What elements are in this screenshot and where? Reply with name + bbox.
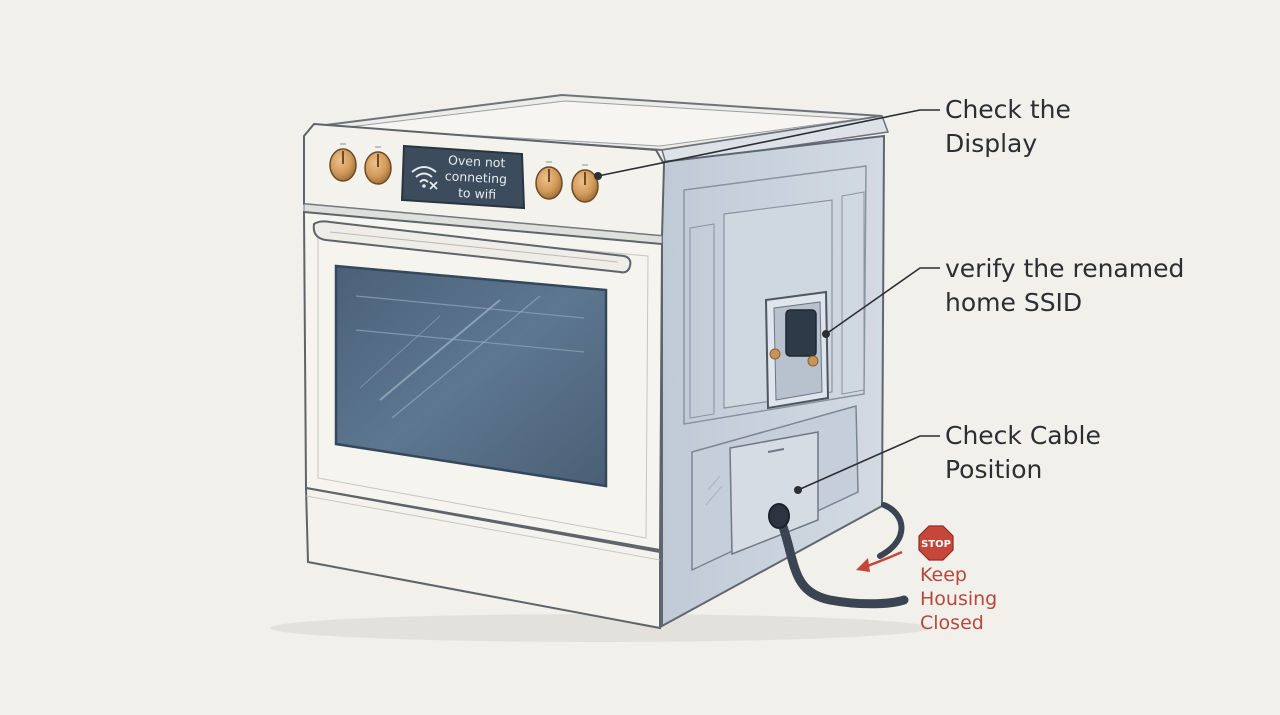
leader-lines: [597, 109, 940, 491]
display-line-3: to wifi: [458, 185, 497, 202]
callout-cable-line-2: Position: [945, 455, 1043, 484]
display-screen: [400, 144, 526, 210]
callout-check-cable: Check Cable Position: [945, 419, 1101, 487]
leader-line-ssid: [825, 267, 940, 335]
oven-door-handle[interactable]: [312, 220, 632, 274]
oven-window: [334, 264, 608, 488]
callout-check-display: Check the Display: [945, 93, 1071, 161]
leader-line-display: [597, 109, 940, 177]
callout-cable-line-1: Check Cable: [945, 421, 1101, 450]
knob-2[interactable]: [364, 146, 392, 185]
network-module: [764, 290, 830, 410]
leader-dot-display: [594, 172, 602, 180]
leader-line-cable: [797, 435, 940, 491]
display-line-2: conneting: [444, 168, 507, 186]
callout-display-line-1: Check the: [945, 95, 1071, 124]
oven-drawer[interactable]: [304, 486, 661, 630]
display-line-1: Oven not: [448, 152, 506, 170]
power-cable: [768, 502, 909, 609]
warning-line-1: Keep: [920, 564, 967, 586]
callout-display-line-2: Display: [945, 129, 1038, 158]
leader-dot-cable: [794, 486, 802, 494]
floor-shadow: [270, 614, 930, 642]
display-message: Oven not conneting to wifi: [444, 152, 513, 202]
warning-line-2: Housing: [920, 588, 998, 610]
stop-sign-text: STOP: [921, 539, 951, 550]
callout-verify-ssid: verify the renamed home SSID: [945, 252, 1184, 320]
callout-ssid-line-1: verify the renamed: [945, 254, 1185, 283]
warning-keep-housing-closed: Keep Housing Closed: [920, 563, 997, 635]
stop-sign-icon: STOP: [918, 525, 954, 561]
knob-4[interactable]: [571, 164, 599, 203]
wifi-off-icon: [411, 166, 438, 190]
leader-dot-ssid: [822, 330, 830, 338]
knob-3[interactable]: [535, 161, 563, 200]
knob-1[interactable]: [329, 143, 357, 182]
cable-direction-arrow: [856, 550, 903, 572]
warning-line-3: Closed: [920, 612, 984, 634]
callout-ssid-line-2: home SSID: [945, 288, 1083, 317]
